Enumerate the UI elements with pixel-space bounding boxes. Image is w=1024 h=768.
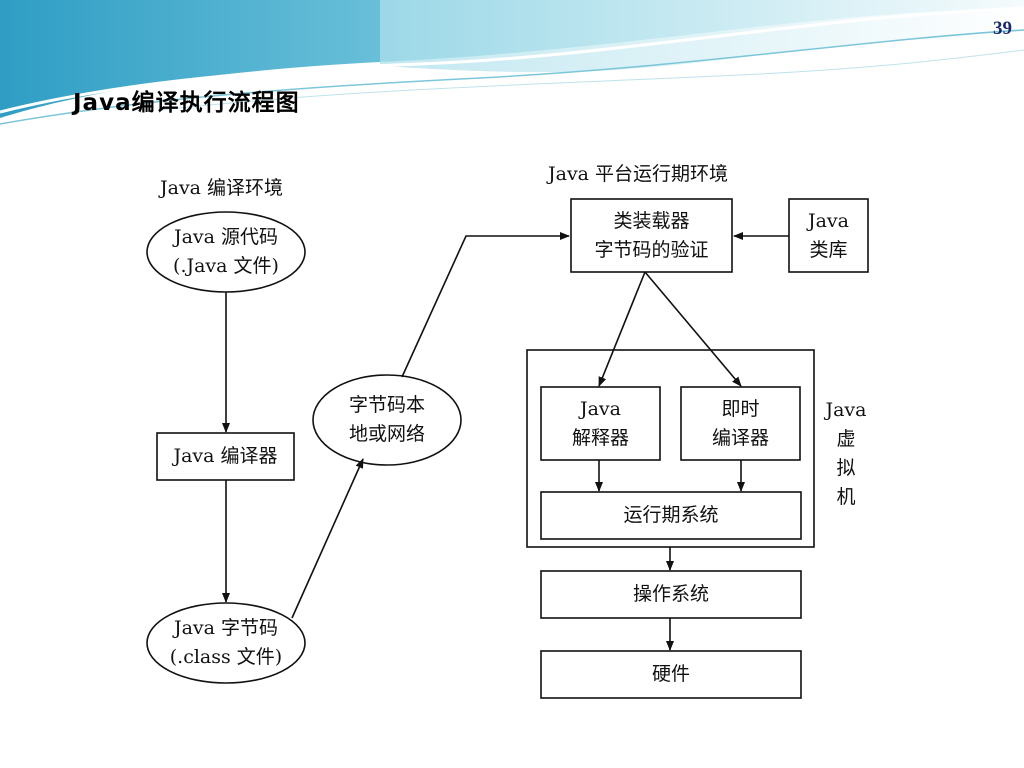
interpreter-label: Java 解释器: [541, 395, 660, 453]
arrow-transfer-to-loader: [401, 232, 570, 378]
runtime-system-box: [540, 491, 802, 540]
interpreter-line2: 解释器: [571, 427, 629, 449]
compiler-label: Java 编译器: [173, 445, 278, 467]
jvm-label: Java 虚 拟 机: [820, 396, 872, 512]
header-wave-decoration: [0, 0, 1024, 125]
interpreter-line1: Java: [579, 398, 621, 420]
transfer-ellipse: [312, 374, 462, 466]
class-library-label: Java 类库: [789, 207, 868, 265]
hardware-box: [540, 650, 802, 699]
bytecode-line2: (.class 文件): [169, 646, 283, 668]
jit-compiler-label: 即时 编译器: [681, 395, 800, 453]
transfer-line1: 字节码本: [348, 394, 425, 416]
interpreter-box: [540, 386, 661, 461]
bytecode-ellipse: [146, 602, 306, 684]
class-library-line2: 类库: [809, 239, 848, 261]
jit-compiler-line1: 即时: [721, 398, 760, 420]
arrow-loader-to-interpreter: [598, 271, 646, 387]
jvm-label-xu: 虚: [836, 428, 856, 450]
class-loader-line2: 字节码的验证: [594, 239, 709, 261]
operating-system-label: 操作系统: [632, 583, 709, 605]
hardware-label: 硬件: [651, 663, 690, 685]
wave-band-dark: [0, 0, 1024, 118]
transfer-label: 字节码本 地或网络: [313, 391, 461, 449]
jit-compiler-line2: 编译器: [711, 427, 769, 449]
class-loader-label: 类装载器 字节码的验证: [571, 207, 732, 265]
runtime-system-label: 运行期系统: [623, 504, 719, 526]
wave-line-2: [0, 29, 1024, 125]
arrow-bytecode-to-transfer: [291, 458, 364, 619]
operating-system-box: [540, 570, 802, 619]
source-code-line2: (.Java 文件): [173, 255, 279, 277]
transfer-line2: 地或网络: [348, 423, 425, 445]
bytecode-label: Java 字节码 (.class 文件): [147, 614, 305, 672]
class-library-line1: Java: [807, 210, 849, 232]
wave-line-3: [159, 49, 1024, 111]
bytecode-line1: Java 字节码: [173, 617, 279, 639]
class-loader-line1: 类装载器: [613, 210, 690, 232]
source-code-line1: Java 源代码: [173, 226, 279, 248]
runtime-env-label: Java 平台运行期环境: [548, 163, 729, 185]
source-code-label: Java 源代码 (.Java 文件): [147, 223, 305, 281]
jvm-label-ni: 拟: [836, 457, 856, 479]
wave-line-1: [0, 6, 1024, 114]
arrow-loader-to-jit: [644, 271, 742, 387]
class-loader-box: [570, 198, 733, 273]
jvm-label-java: Java: [825, 399, 867, 421]
slide-title: Java编译执行流程图: [73, 90, 300, 116]
compile-env-label: Java 编译环境: [160, 177, 284, 199]
page-number: 39: [993, 18, 1012, 39]
jvm-label-ji: 机: [836, 486, 856, 508]
diagram-panel: [145, 156, 872, 700]
wave-band-light: [380, 0, 1024, 73]
